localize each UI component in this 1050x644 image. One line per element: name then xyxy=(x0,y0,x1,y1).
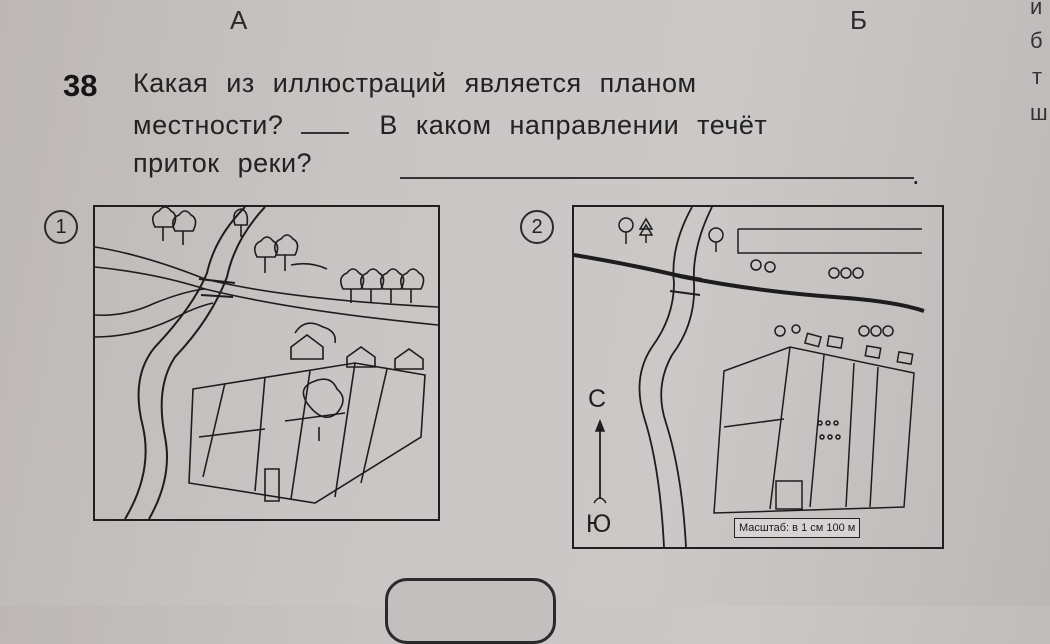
question-line-2: местности? В каком направлении течёт xyxy=(133,110,767,141)
question-number: 38 xyxy=(63,68,98,103)
answer-blank-2[interactable] xyxy=(400,177,914,179)
option-letter-b: Б xyxy=(850,5,868,35)
illustration-2-plan[interactable]: С Ю Масштаб: в 1 см 100 м xyxy=(572,205,944,549)
page-number-tab xyxy=(385,578,556,644)
option-letter-a: А xyxy=(230,5,248,35)
side-text-char: т xyxy=(1032,64,1043,89)
illustration-1-picture[interactable] xyxy=(93,205,440,521)
landscape-picture-icon xyxy=(95,207,438,519)
side-text-char: и xyxy=(1030,0,1043,19)
side-text-char: б xyxy=(1030,28,1043,53)
compass-north-label: С xyxy=(588,385,607,413)
side-text-char: ш xyxy=(1030,100,1048,125)
compass-south-label: Ю xyxy=(586,510,612,538)
map-scale-label: Масштаб: в 1 см 100 м xyxy=(734,518,861,538)
illustration-2-number: 2 xyxy=(520,210,554,244)
question-line-2-part-a: местности? xyxy=(133,110,284,140)
question-line-1: Какая из иллюстраций является планом xyxy=(133,68,697,98)
answer-blank-1[interactable] xyxy=(301,132,350,134)
illustration-1-number: 1 xyxy=(44,210,78,244)
question-end-dot: . xyxy=(912,160,921,190)
question-line-3: приток реки? xyxy=(133,148,313,178)
terrain-plan-map-icon xyxy=(574,207,942,547)
question-line-2-part-b: В каком направлении течёт xyxy=(379,110,768,140)
